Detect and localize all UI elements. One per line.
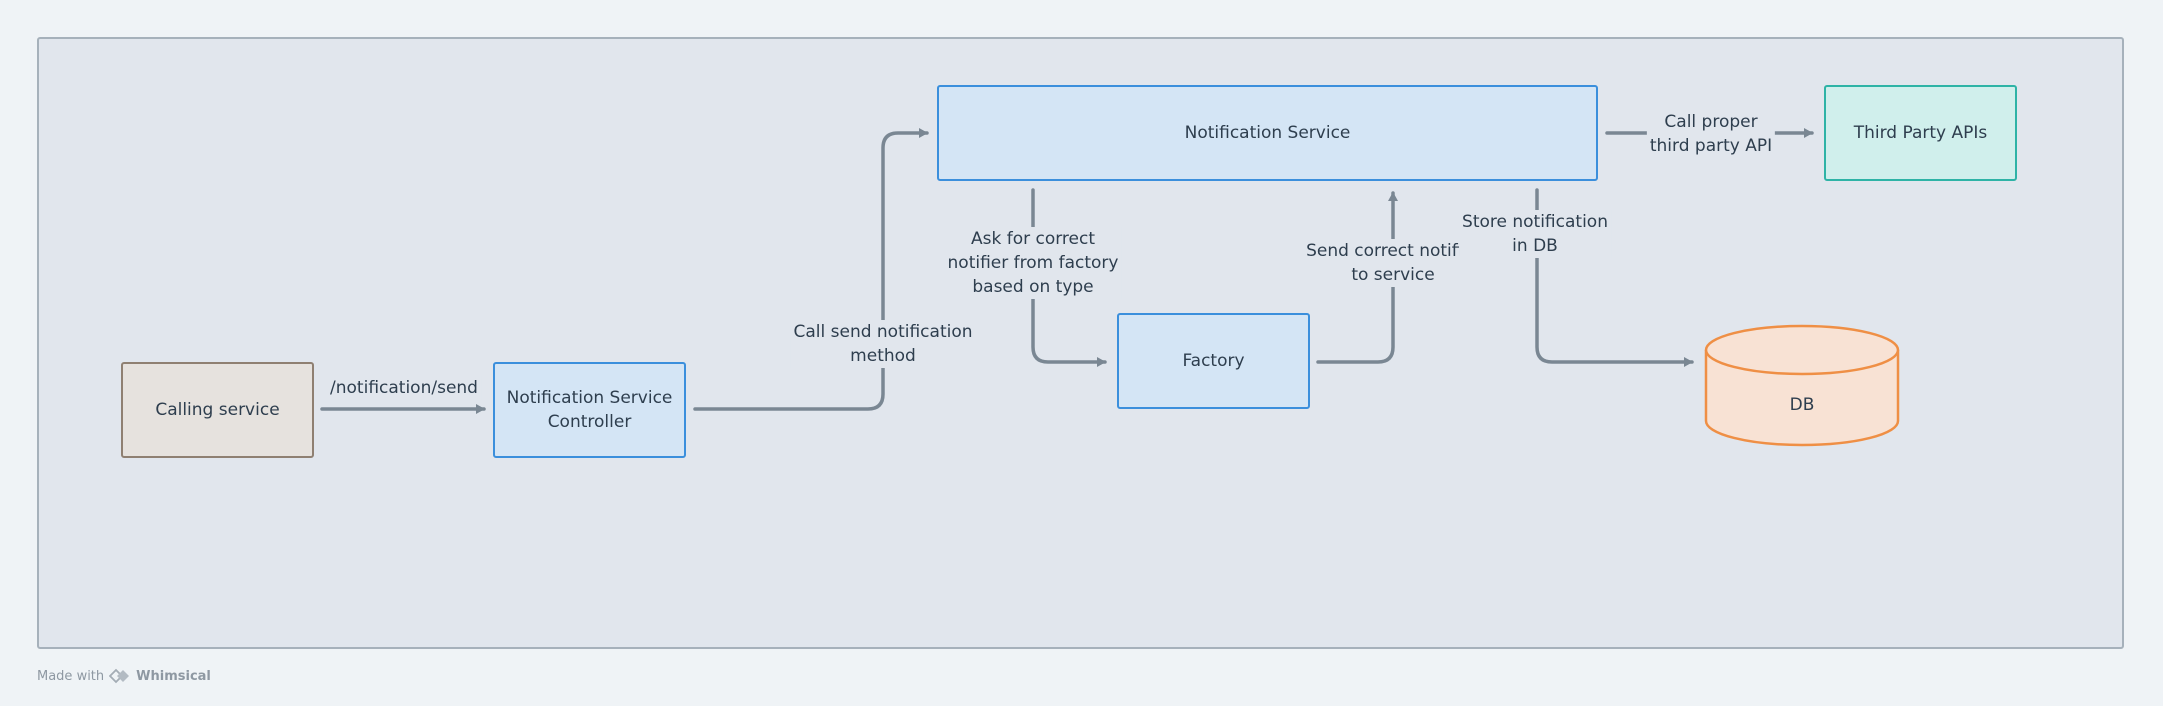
- edge-label-call-send-notification: Call send notification method: [790, 320, 976, 368]
- calling-service-node[interactable]: Calling service: [121, 362, 314, 458]
- edge-label-call-third-party: Call proper third party API: [1646, 110, 1776, 158]
- third-party-apis-node[interactable]: Third Party APIs: [1824, 85, 2017, 181]
- edge-factory-to-service: [1316, 191, 1398, 364]
- edge-label-notification-send: /notification/send: [327, 376, 481, 400]
- made-with-text: Made with: [37, 668, 105, 684]
- notification-service-controller-node[interactable]: Notification Service Controller: [493, 362, 686, 458]
- whimsical-brand-text[interactable]: Whimsical: [136, 668, 211, 684]
- edge-service-to-db: [1535, 188, 1694, 367]
- factory-node[interactable]: Factory: [1117, 313, 1310, 409]
- edge-label-ask-for-notifier: Ask for correct notifier from factory ba…: [944, 227, 1122, 299]
- factory-label: Factory: [1182, 351, 1245, 371]
- edge-service-to-factory: [1031, 188, 1107, 367]
- calling-service-label: Calling service: [155, 400, 280, 420]
- whimsical-logo-icon: [109, 668, 130, 684]
- db-cylinder: [1704, 324, 1900, 447]
- notification-service-node[interactable]: Notification Service: [937, 85, 1598, 181]
- edge-controller-to-service: [693, 128, 929, 411]
- notification-service-label: Notification Service: [1184, 123, 1351, 143]
- db-label: DB: [1789, 395, 1815, 415]
- third-party-apis-label: Third Party APIs: [1853, 123, 1988, 143]
- edge-label-store-notification: Store notification in DB: [1459, 210, 1611, 258]
- controller-label: Notification Service Controller: [506, 388, 673, 432]
- edge-label-send-correct-notifier: Send correct notifier to service: [1303, 239, 1483, 287]
- footer: Made with Whimsical: [37, 668, 211, 684]
